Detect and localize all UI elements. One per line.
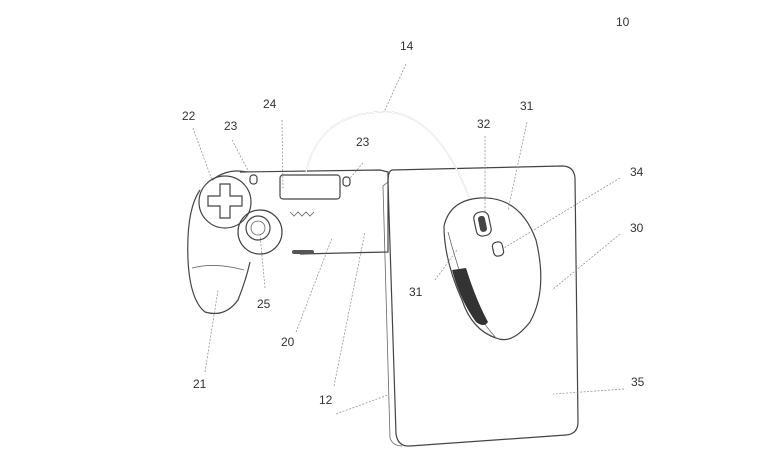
label-10: 10: [616, 15, 630, 29]
label-32: 32: [477, 117, 491, 131]
label-21: 21: [193, 377, 207, 391]
mouse-drawing: [443, 197, 542, 341]
label-30: 30: [630, 221, 644, 235]
leader-lines: [192, 63, 625, 415]
label-34: 34: [630, 165, 644, 179]
label-23-right: 23: [356, 135, 370, 149]
label-24: 24: [263, 97, 277, 111]
label-35: 35: [631, 375, 645, 389]
label-22: 22: [182, 109, 196, 123]
label-31-top: 31: [520, 99, 534, 113]
controller-drawing: [187, 169, 389, 315]
label-14: 14: [400, 39, 414, 53]
label-20: 20: [281, 335, 295, 349]
label-23-left: 23: [224, 119, 238, 133]
mouse-pad-drawing: [382, 165, 579, 447]
label-25: 25: [257, 297, 271, 311]
label-12: 12: [319, 393, 333, 407]
label-31-side: 31: [409, 285, 423, 299]
